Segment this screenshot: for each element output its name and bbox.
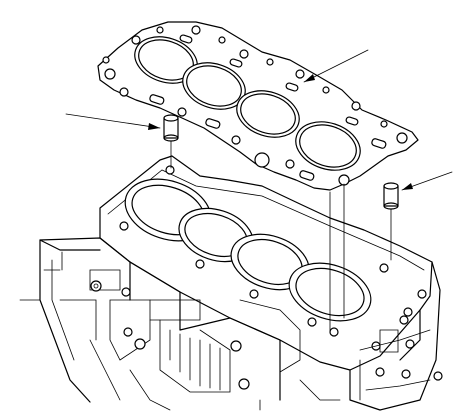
block-right-face	[349, 261, 441, 411]
block-bolt-holes	[119, 165, 413, 337]
callout-arrow-gasket	[304, 74, 315, 82]
dowel-pin-right	[383, 182, 399, 210]
dowel-pin-left	[163, 114, 179, 142]
block-lower-details	[89, 269, 341, 411]
callout-leaders	[65, 49, 453, 191]
cylinder-block	[19, 155, 443, 411]
block-bores	[124, 178, 372, 322]
block-right-details	[359, 289, 443, 401]
block-front-face	[39, 237, 131, 403]
callout-leader-gasket	[303, 49, 369, 83]
gasket-bores	[134, 36, 361, 171]
cylinder-head-gasket	[97, 21, 419, 191]
callout-arrow-dowel-left	[148, 123, 160, 130]
gasket-openings	[102, 25, 408, 186]
callout-leader-dowel-left	[65, 113, 161, 129]
callout-arrow-dowel-right	[402, 183, 413, 190]
alignment-lines	[170, 140, 392, 333]
